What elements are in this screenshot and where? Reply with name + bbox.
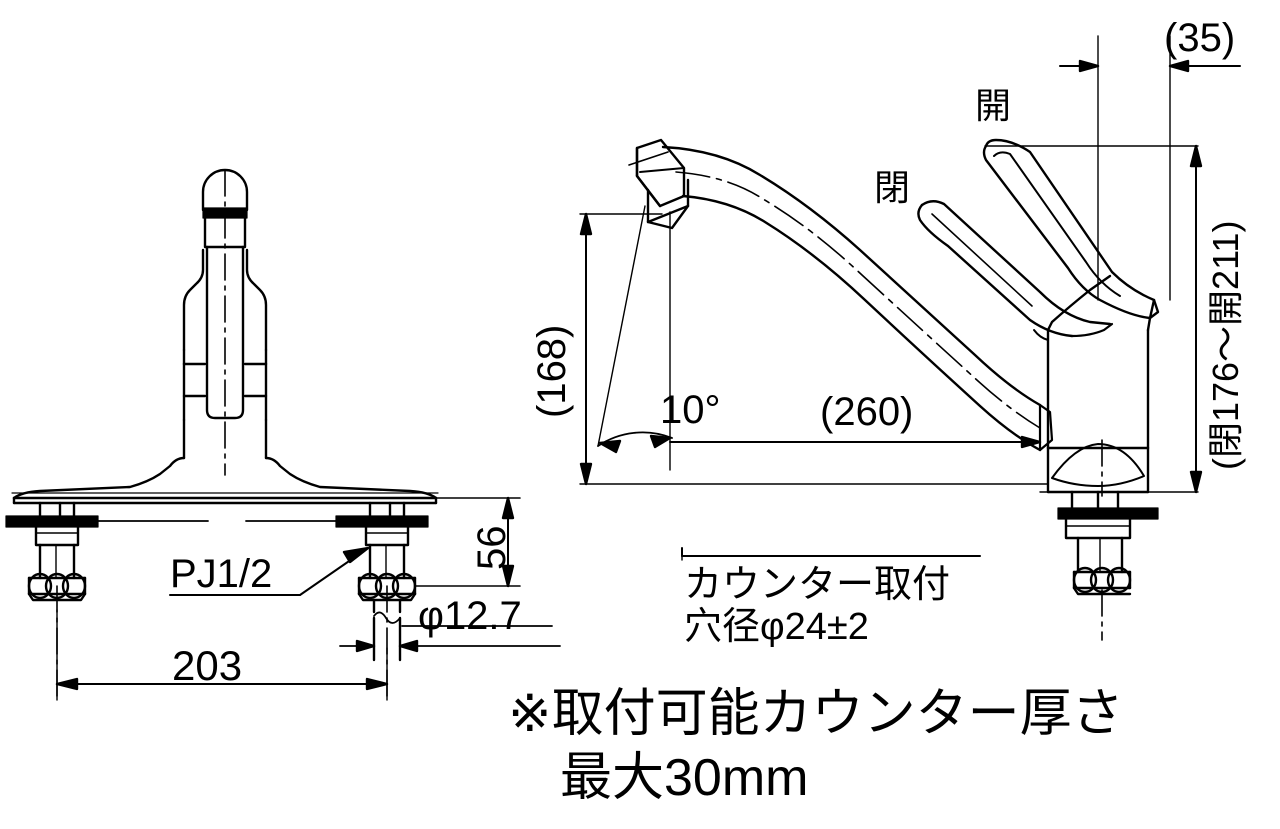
note-line2: 最大30mm bbox=[560, 749, 809, 807]
label-56: 56 bbox=[470, 525, 514, 571]
label-counter-hole-line1: カウンター取付 bbox=[684, 564, 951, 606]
side-view-extension-lines bbox=[579, 35, 1199, 493]
front-view-right-shank bbox=[245, 501, 429, 662]
dimension-10deg bbox=[597, 431, 673, 454]
leader-pj12 bbox=[169, 546, 370, 596]
front-view-centerlines bbox=[56, 169, 388, 701]
label-lever-height-range: (閉176～開211) bbox=[1205, 220, 1246, 470]
label-pj12: PJ1/2 bbox=[170, 552, 273, 596]
label-35: (35) bbox=[1164, 16, 1236, 60]
dimension-168 bbox=[579, 212, 593, 486]
label-phi-12-7: φ12.7 bbox=[418, 594, 522, 638]
side-view-geometry bbox=[628, 138, 1160, 494]
dimension-260 bbox=[669, 435, 1042, 449]
dimension-56 bbox=[414, 496, 521, 588]
label-10-degree: 10° bbox=[660, 388, 721, 432]
label-counter-hole-line2: 穴径φ24±2 bbox=[684, 606, 869, 648]
dimension-phi12-7 bbox=[339, 625, 561, 653]
label-lever-close: 閉 bbox=[874, 167, 911, 208]
label-168: (168) bbox=[530, 324, 574, 418]
dimension-203 bbox=[55, 609, 389, 701]
label-260: (260) bbox=[820, 390, 914, 434]
label-lever-open: 開 bbox=[975, 85, 1012, 126]
dimension-35 bbox=[1059, 59, 1241, 73]
label-203: 203 bbox=[172, 642, 243, 689]
dimension-lever-height bbox=[1189, 144, 1203, 494]
leader-counter-hole bbox=[681, 547, 981, 557]
front-view-left-shank bbox=[5, 501, 209, 602]
note-line1: ※取付可能カウンター厚さ bbox=[508, 685, 1124, 743]
side-view-shank bbox=[1057, 490, 1159, 596]
